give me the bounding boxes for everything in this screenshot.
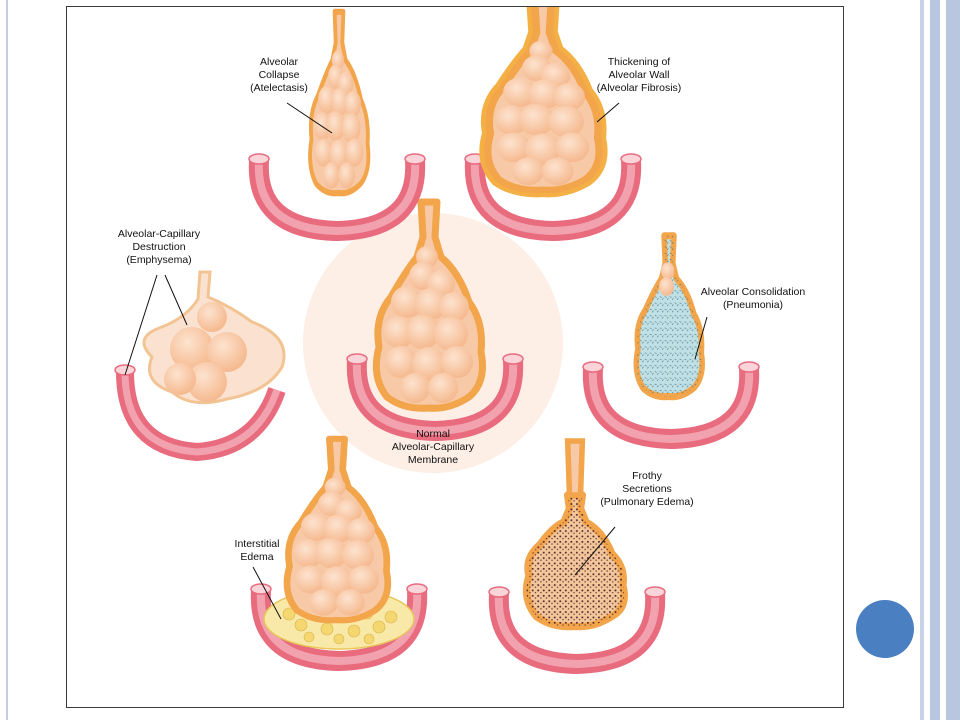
interstitial-alveolus — [287, 439, 388, 621]
svg-text:Normal: Normal — [416, 428, 450, 440]
pulmonary-edema-alveolus — [522, 438, 628, 631]
slide-bullet-circle — [856, 600, 914, 658]
band-stripe-3 — [946, 0, 960, 720]
svg-text:Alveolar-Capillary: Alveolar-Capillary — [118, 228, 201, 240]
label-emphysema: Alveolar-Capillary Destruction (Emphysem… — [118, 228, 201, 266]
band-stripe-1 — [920, 0, 924, 720]
svg-text:Collapse: Collapse — [259, 69, 300, 81]
figure-frame: Normal Alveolar-Capillary Membrane Alveo… — [66, 6, 844, 708]
label-atelectasis: Alveolar Collapse (Atelectasis) — [250, 56, 308, 94]
alveolar-diagram: Normal Alveolar-Capillary Membrane Alveo… — [114, 7, 806, 707]
label-interstitial-edema: Interstitial Edema — [235, 538, 280, 563]
svg-text:(Pulmonary Edema): (Pulmonary Edema) — [600, 496, 693, 508]
svg-text:Membrane: Membrane — [408, 454, 458, 466]
svg-text:Secretions: Secretions — [622, 483, 672, 495]
svg-text:(Alveolar Fibrosis): (Alveolar Fibrosis) — [597, 82, 682, 94]
slide-left-rule — [6, 0, 8, 720]
atelectasis-alveolus — [310, 12, 368, 194]
leader-lines — [124, 102, 708, 620]
svg-text:Destruction: Destruction — [132, 241, 185, 253]
slide-right-band — [918, 0, 960, 720]
label-pulmonary-edema: Frothy Secretions (Pulmonary Edema) — [600, 470, 693, 508]
svg-text:(Pneumonia): (Pneumonia) — [723, 299, 783, 311]
svg-text:Edema: Edema — [240, 551, 273, 563]
svg-text:Alveolar: Alveolar — [260, 56, 298, 68]
svg-text:(Atelectasis): (Atelectasis) — [250, 82, 308, 94]
svg-text:Frothy: Frothy — [632, 470, 663, 482]
svg-text:Thickening of: Thickening of — [608, 56, 671, 68]
fibrosis-alveolus — [479, 7, 608, 198]
emphysema-capillary — [114, 364, 286, 462]
svg-text:Alveolar Consolidation: Alveolar Consolidation — [701, 286, 806, 298]
emphysema-alveolus — [142, 270, 286, 405]
label-pneumonia: Alveolar Consolidation (Pneumonia) — [701, 286, 806, 311]
label-fibrosis: Thickening of Alveolar Wall (Alveolar Fi… — [597, 56, 682, 94]
svg-text:Alveolar-Capillary: Alveolar-Capillary — [392, 441, 475, 453]
svg-text:Interstitial: Interstitial — [235, 538, 280, 550]
label-center: Normal Alveolar-Capillary Membrane — [392, 428, 475, 466]
svg-text:(Emphysema): (Emphysema) — [126, 254, 191, 266]
band-stripe-2 — [930, 0, 940, 720]
pneumonia-alveolus — [633, 232, 705, 401]
svg-text:Alveolar Wall: Alveolar Wall — [609, 69, 670, 81]
